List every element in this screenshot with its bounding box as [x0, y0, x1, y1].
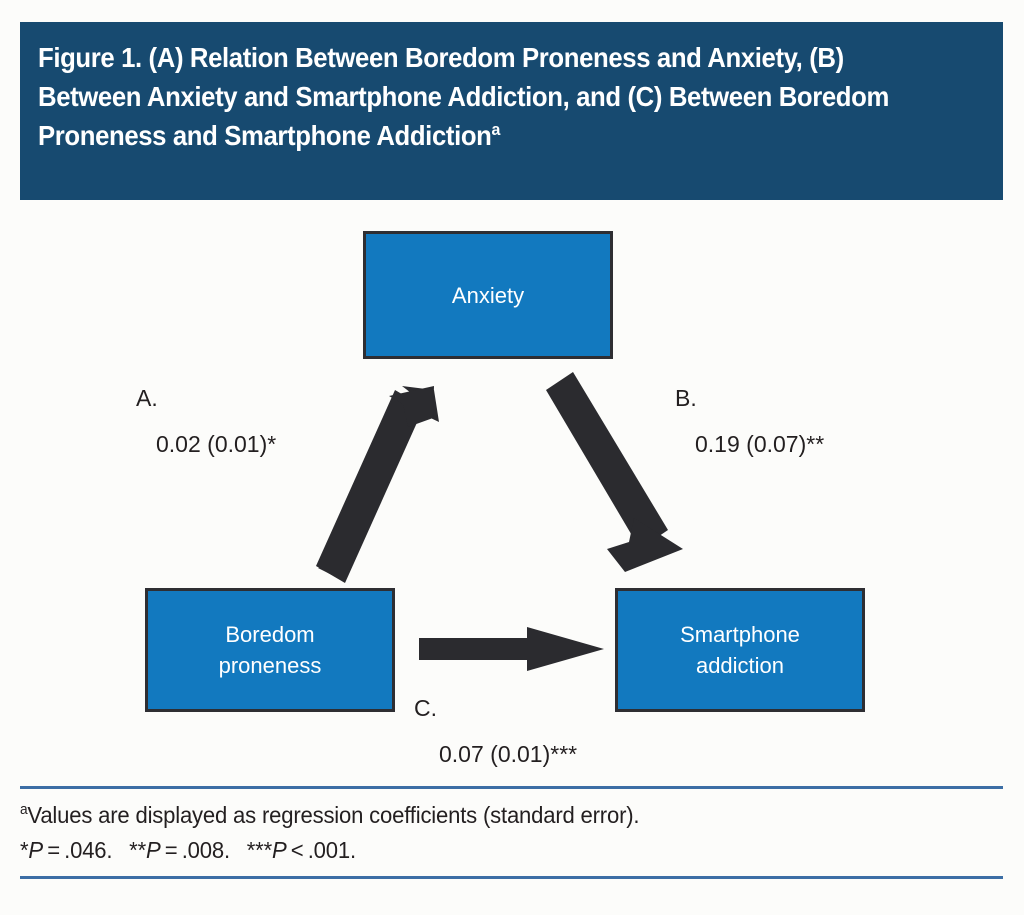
footnote-p-two-star: **P = .008. [129, 837, 230, 863]
path-b-letter: B. [675, 385, 697, 411]
path-c-letter: C. [414, 695, 437, 721]
node-anxiety: Anxiety [363, 231, 613, 359]
path-a-annotation: A. 0.02 (0.01)* [136, 385, 276, 457]
footnote-p-three-star: ***P < .001. [246, 837, 356, 863]
footnote-p-one-star: *P = .046. [20, 837, 113, 863]
footnote-values-text: Values are displayed as regression coeff… [27, 802, 640, 828]
path-c-coefficient: 0.07 (0.01)*** [439, 741, 578, 767]
path-b-annotation: B. 0.19 (0.07)** [675, 385, 824, 457]
arrow-path-a-shaft [316, 390, 424, 583]
node-boredom-proneness: Boredom proneness [145, 588, 395, 712]
path-a-coefficient: 0.02 (0.01)* [156, 431, 277, 457]
path-c-annotation: C. 0.07 (0.01)*** [414, 695, 577, 767]
footnote-values-line: aValues are displayed as regression coef… [20, 798, 944, 833]
footnote-gap-2 [230, 837, 247, 863]
arrow-path-b-shaft [546, 372, 668, 549]
figure-title-banner: Figure 1. (A) Relation Between Boredom P… [20, 22, 1003, 200]
footnote-significance-line: *P = .046. **P = .008. ***P < .001. [20, 833, 944, 868]
footnote-rule-top [20, 786, 1003, 789]
node-smartphone-addiction: Smartphone addiction [615, 588, 865, 712]
title-footnote-marker: a [491, 119, 501, 139]
figure-title: Figure 1. (A) Relation Between Boredom P… [38, 42, 889, 151]
arrow-path-a-head [389, 386, 434, 427]
footnote-marker-a: a [20, 802, 28, 819]
arrow-path-b-head [607, 518, 683, 572]
node-boredom-proneness-label: Boredom proneness [218, 622, 322, 678]
arrow-path-c [419, 627, 604, 671]
path-b-coefficient: 0.19 (0.07)** [695, 431, 825, 457]
mediation-diagram: Boredom proneness Anxiety Smartphone add… [0, 200, 1024, 785]
node-smartphone-addiction-label: Smartphone addiction [680, 622, 800, 678]
arrow-path-a [318, 386, 439, 581]
node-anxiety-label: Anxiety [451, 282, 525, 308]
footnote-gap-1 [112, 837, 129, 863]
footnote-area: aValues are displayed as regression coef… [20, 786, 1003, 879]
footnote-rule-bottom [20, 876, 1003, 879]
path-a-letter: A. [136, 385, 158, 411]
